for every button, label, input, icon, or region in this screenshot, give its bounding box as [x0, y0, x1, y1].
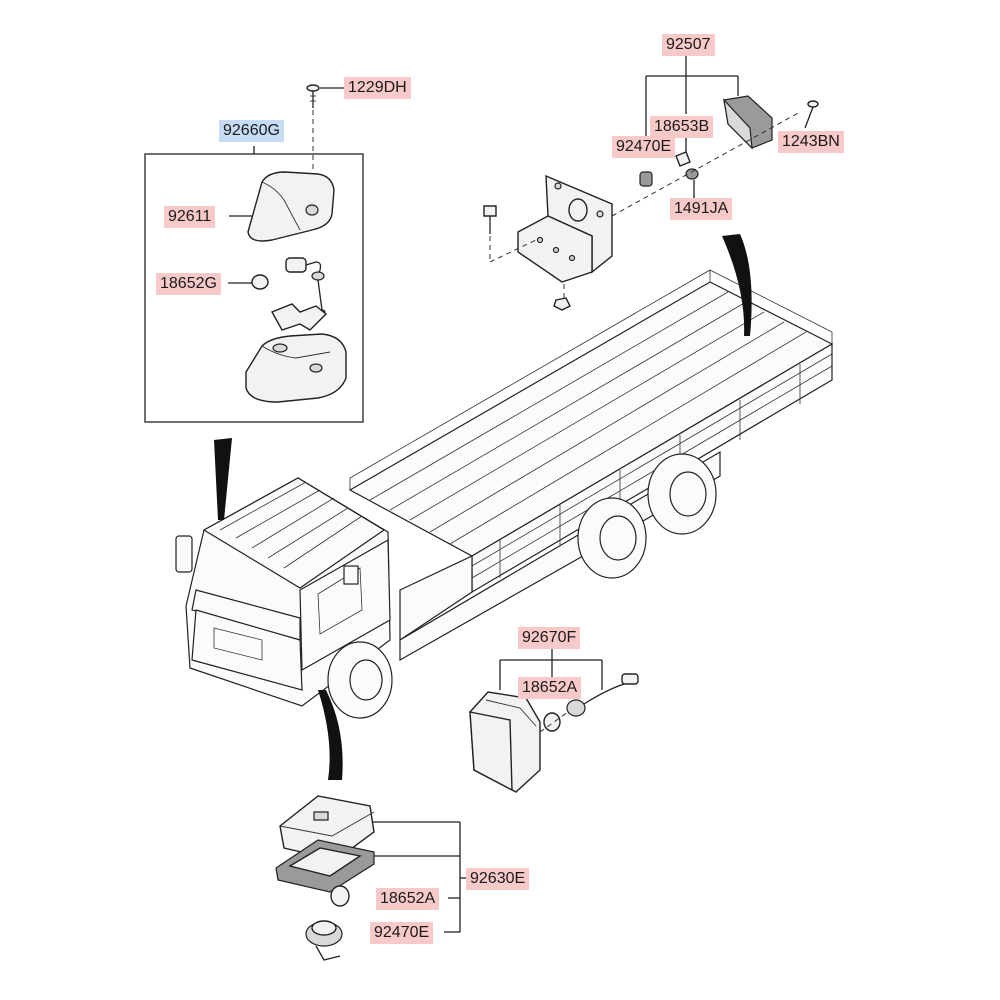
label-92470e-bottom: 92470E	[370, 922, 434, 944]
label-92507: 92507	[662, 34, 715, 56]
label-1229dh: 1229DH	[344, 77, 411, 99]
bed-slats	[369, 291, 833, 579]
label-92660g: 92660G	[219, 120, 284, 142]
mounting-bolt	[483, 205, 497, 234]
label-1491ja: 1491JA	[670, 198, 733, 220]
side-marker-housing	[469, 691, 541, 793]
lamp-bracket	[271, 303, 328, 331]
pointer-roof-lamp	[214, 438, 232, 520]
pointer-side-lamp	[318, 690, 343, 780]
socket-side	[566, 673, 639, 717]
lamp-lens-bottom	[279, 795, 375, 861]
label-1243bn: 1243BN	[778, 131, 844, 153]
mounting-plate	[517, 174, 613, 283]
side-marker-group	[469, 646, 639, 793]
grille	[191, 609, 303, 691]
rear-wheels	[577, 453, 717, 579]
lamp-lens-92611	[247, 171, 335, 242]
screw-1229dh	[306, 84, 320, 108]
roof-lamp-assembly-group	[144, 84, 364, 423]
label-18652a-bottom: 18652A	[376, 888, 440, 910]
socket-bottom	[305, 920, 343, 961]
cab-lamp-mark	[343, 565, 359, 585]
license-lamp-group	[275, 795, 470, 961]
cab-roof	[202, 477, 386, 589]
label-18653b: 18653B	[650, 116, 714, 138]
cab-door	[299, 538, 391, 672]
bulb-18652a-side	[543, 712, 561, 732]
label-92670f: 92670F	[518, 627, 581, 649]
lamp-gasket-bottom	[275, 839, 375, 893]
side-mirror	[175, 535, 193, 573]
label-18652g: 18652G	[156, 273, 221, 295]
truck-cab	[175, 477, 393, 719]
rear-lamp-bracket-group	[483, 56, 819, 311]
bulb-18652a-bottom	[330, 885, 350, 907]
truck-illustration	[175, 234, 834, 780]
label-92611: 92611	[164, 206, 216, 228]
nut-1491ja	[685, 168, 699, 180]
screw-1243bn	[804, 100, 819, 129]
rear-lamp-housing	[723, 95, 773, 150]
clip-18653b	[675, 151, 691, 167]
pointer-rear-lamp	[722, 234, 752, 336]
label-92470e-top: 92470E	[612, 136, 676, 158]
clip-92470e	[639, 171, 653, 187]
mounting-nut	[553, 297, 571, 311]
lamp-base	[245, 333, 347, 403]
label-18652a-side: 18652A	[518, 677, 582, 699]
label-92630e: 92630E	[466, 868, 530, 890]
